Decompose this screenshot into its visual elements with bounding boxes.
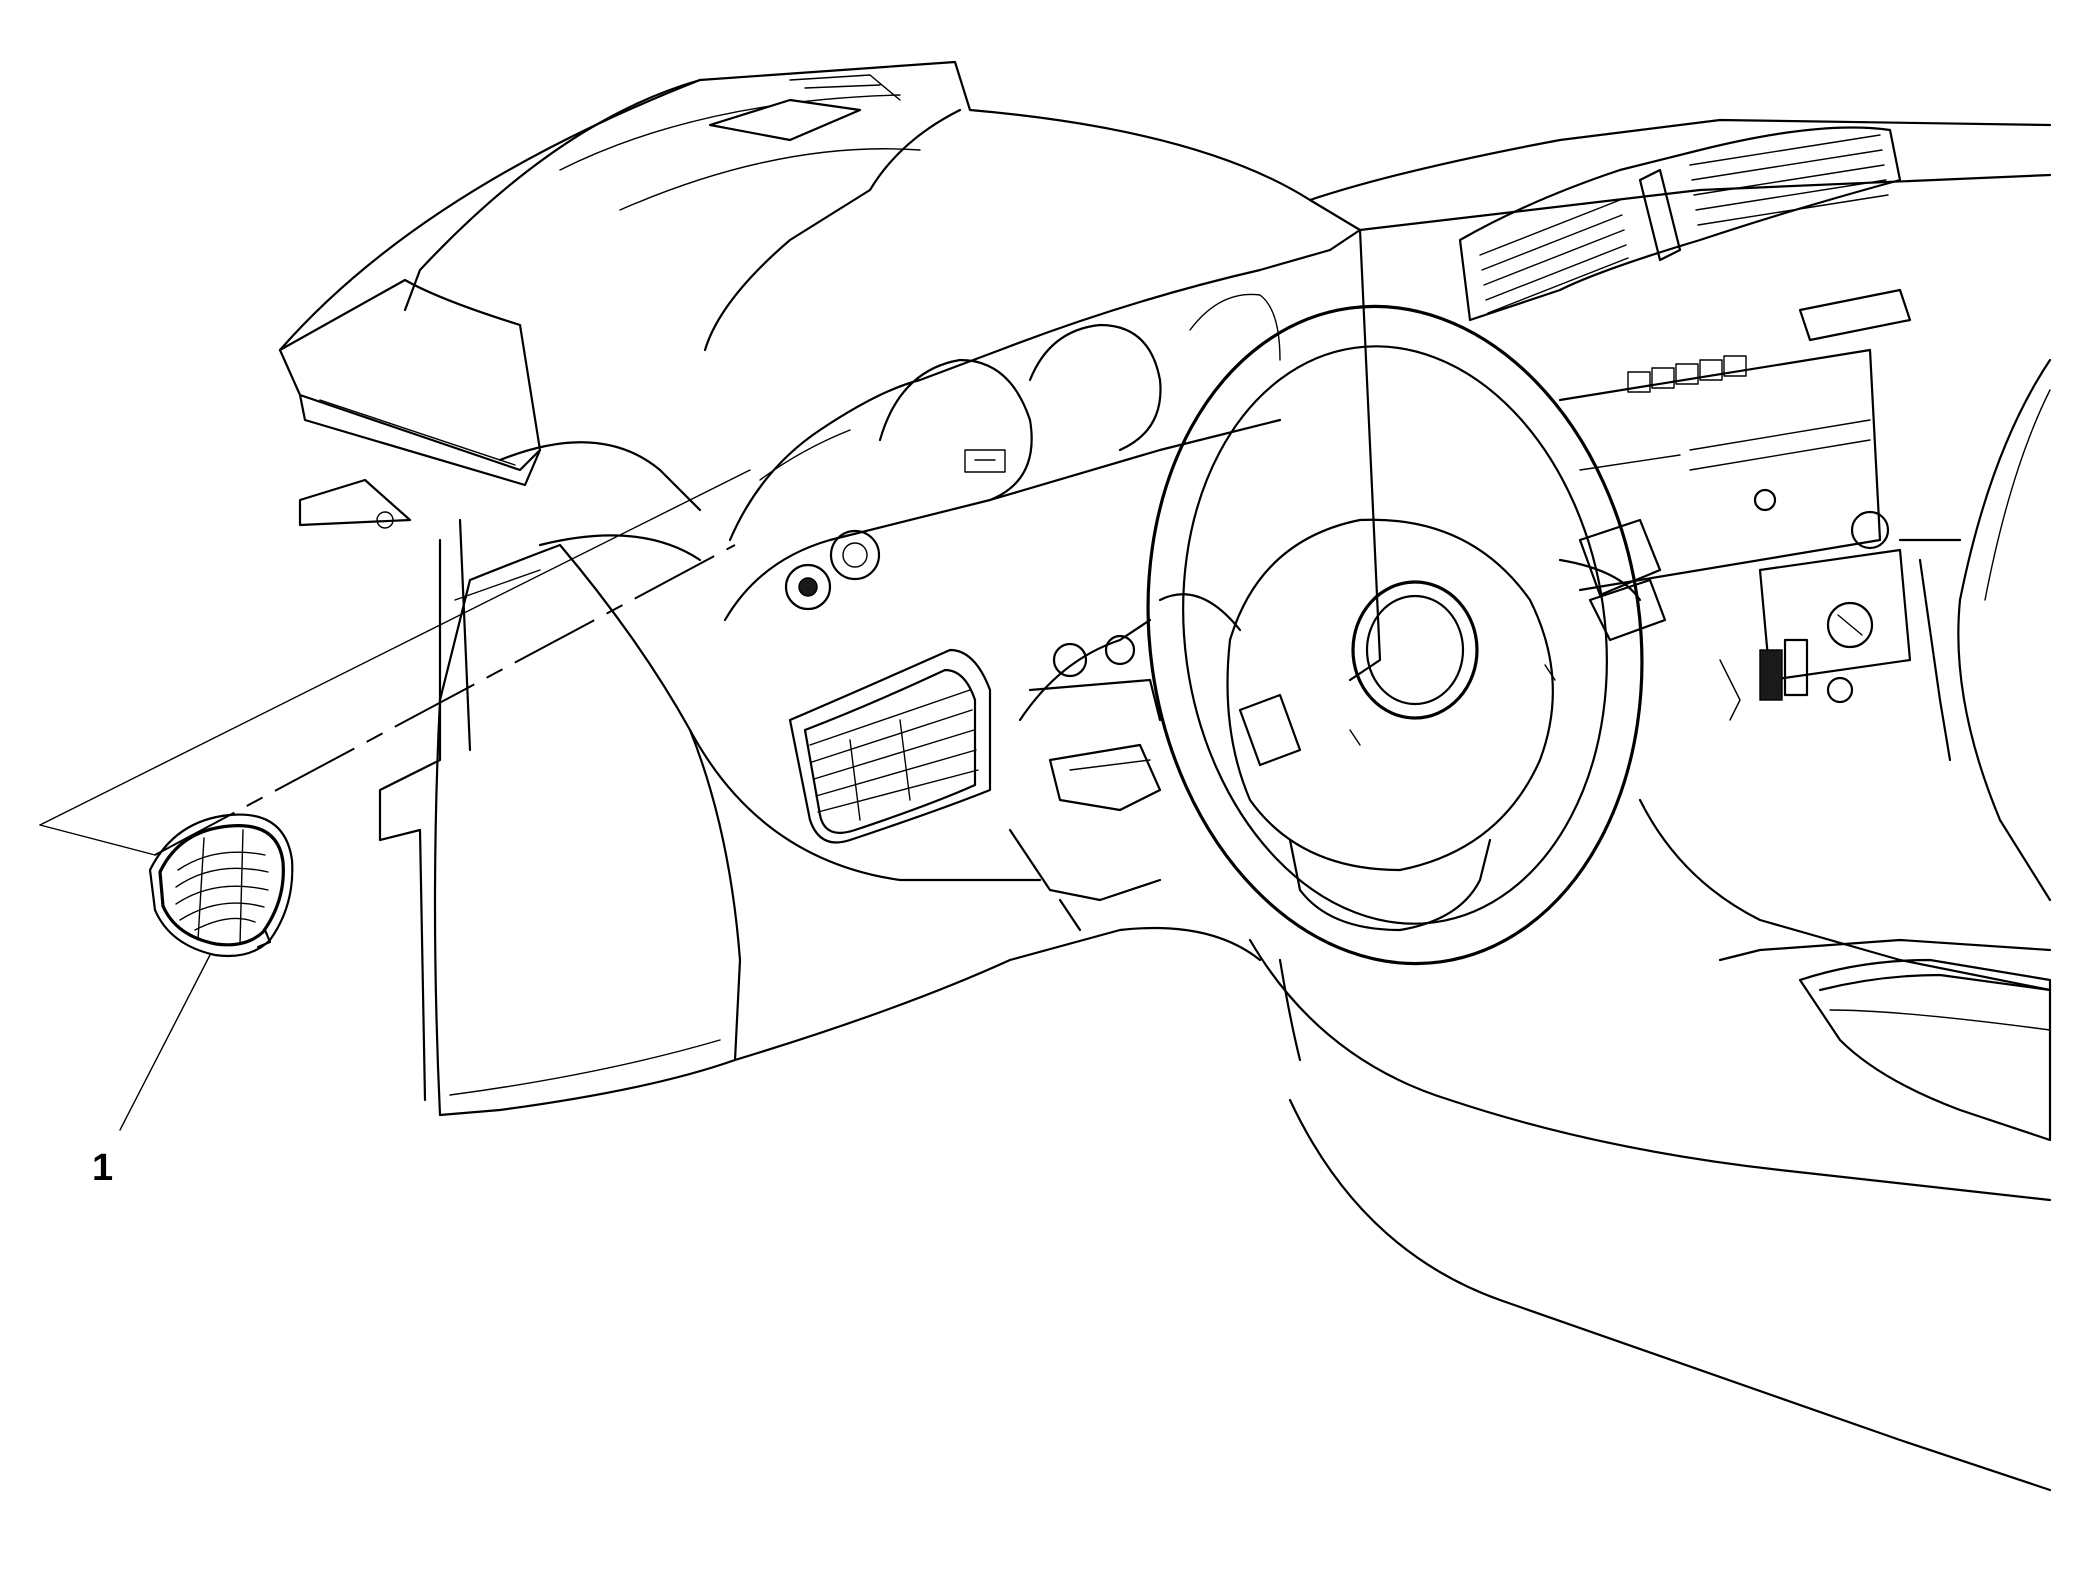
glovebox-door [433,534,742,1117]
callout-1: 1 [92,954,211,1189]
center-stack [1328,126,1952,762]
left-end-cap [278,278,702,1102]
installation-guide-lines [39,469,751,856]
steering-wheel [1008,304,1667,966]
lower-dash-and-console [688,358,2052,1492]
dash-end-vent-grille [148,813,294,958]
dash-top-panel [278,60,2052,352]
callout-label-1: 1 [92,1147,113,1189]
driver-side-vent [788,648,992,844]
center-vent-left [1479,199,1629,314]
button-row [1627,355,1747,393]
center-vent-right [1689,134,1889,226]
instrument-cluster-bezel [723,248,1332,622]
